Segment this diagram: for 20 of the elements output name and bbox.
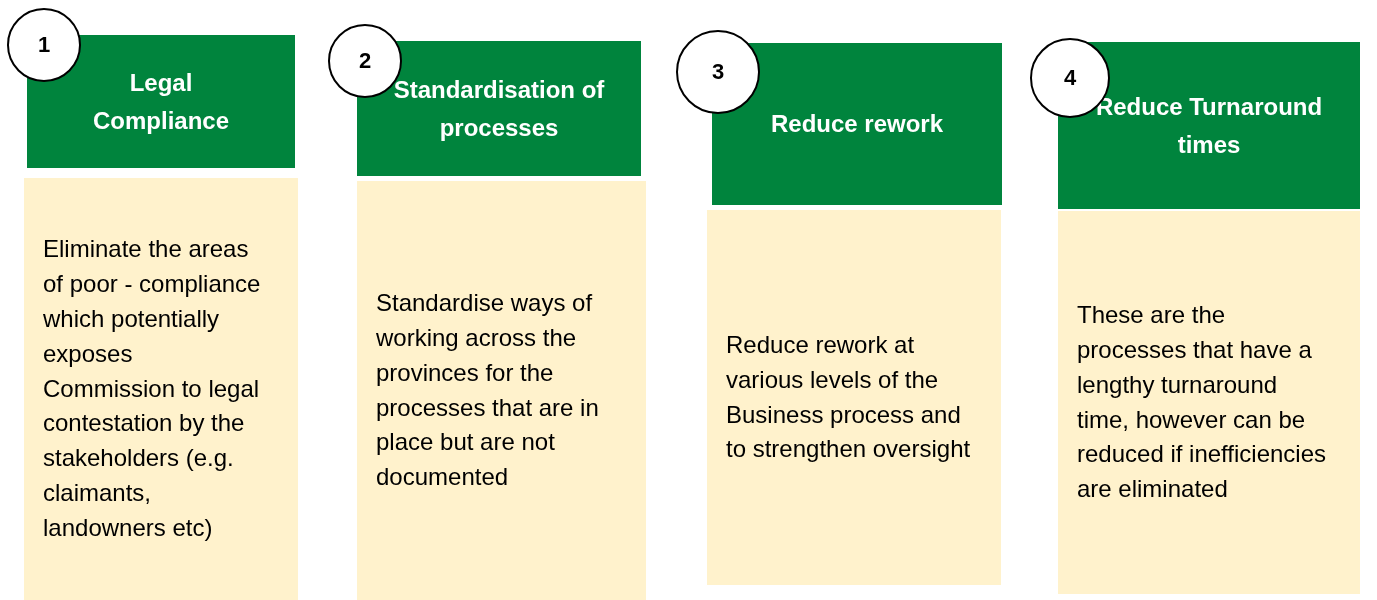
heading-text: Reduce rework	[770, 109, 944, 140]
heading-text: Reduce Turnaround times	[1094, 92, 1324, 160]
heading-text: Legal Compliance	[92, 68, 230, 136]
description-text: These are the processes that have a lengthy turnaround time, however can be reduced if inefficiencies are eliminated	[1077, 300, 1328, 505]
step-number: 3	[711, 59, 725, 85]
title-banner	[712, 43, 1002, 205]
description-panel	[1058, 211, 1360, 594]
step-number: 1	[37, 32, 51, 58]
description-panel	[707, 210, 1001, 585]
description-text: Standardise ways of working across the provinces for the processes that are in place but are not documented	[376, 288, 600, 493]
step-number: 2	[358, 48, 372, 74]
description-text: Eliminate the areas of poor - compliance which potentially exposes Commission to legal contestation by the stakeholders (e.g. claimants, landowners etc)	[43, 234, 262, 543]
description-text: Reduce rework at various levels of the Business process and to strengthen oversight	[726, 329, 971, 465]
step-number: 4	[1063, 65, 1077, 91]
description-panel	[357, 181, 646, 600]
heading-text: Standardisation of processes	[392, 75, 606, 143]
title-banner	[1058, 42, 1360, 209]
title-banner	[27, 35, 295, 168]
title-banner	[357, 41, 641, 176]
description-panel	[24, 178, 298, 600]
